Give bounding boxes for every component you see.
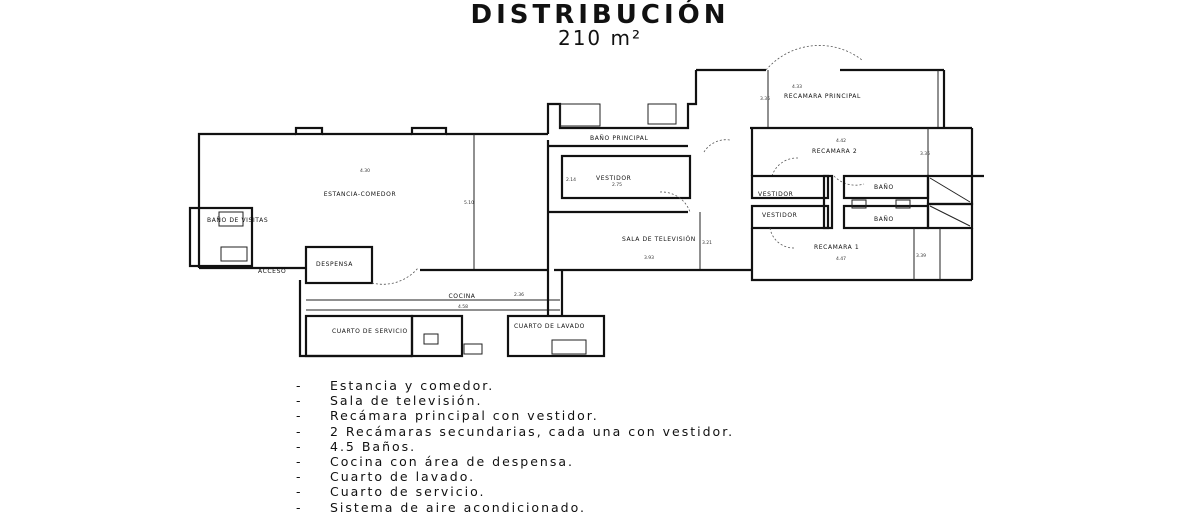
feature-text: 2 Recámaras secundarias, cada una con ve…	[330, 423, 735, 439]
dim-recamara-2-width: 4.42	[836, 138, 846, 144]
living-dining-area	[197, 126, 548, 270]
feature-item: - 4.5 Baños.	[292, 439, 734, 454]
bullet: -	[296, 423, 303, 439]
dim-recamara-2-height: 3.36	[920, 151, 930, 157]
total-area: 210 m²	[557, 26, 643, 50]
bullet: -	[296, 408, 303, 424]
feature-item: - Sala de televisión.	[292, 393, 734, 408]
bullet: -	[296, 438, 303, 454]
closets-baths	[750, 174, 974, 230]
dim-recamara-1-height: 3.39	[916, 253, 926, 259]
feature-text: Cuarto de lavado.	[330, 469, 476, 485]
feature-item: - 2 Recámaras secundarias, cada una con v…	[292, 424, 734, 439]
feature-text: 4.5 Baños.	[330, 438, 417, 454]
label-recamara-1: RECAMARA 1	[814, 244, 859, 251]
features-list: - Estancia y comedor. - Sala de televisión…	[292, 378, 734, 515]
service-rooms	[304, 314, 606, 358]
central-rooms	[546, 70, 752, 272]
feature-text: Recámara principal con vestidor.	[330, 408, 599, 424]
feature-item: - Cuarto de servicio.	[292, 484, 734, 499]
feature-item: - Sistema de aire acondicionado.	[292, 500, 734, 515]
label-despensa: DESPENSA	[316, 261, 353, 268]
feature-item: - Estancia y comedor.	[292, 378, 734, 393]
label-vestidor: VESTIDOR	[596, 175, 631, 182]
dim-sala-width: 3.93	[644, 255, 654, 261]
label-bano-principal: BAÑO PRINCIPAL	[590, 135, 648, 142]
dim-cocina-width: 4.58	[458, 304, 468, 310]
label-bano-visitas: BAÑO DE VISITAS	[207, 217, 268, 224]
label-recamara-2: RECAMARA 2	[812, 148, 857, 155]
dim-vestidor-height: 2.14	[566, 177, 576, 183]
label-recamara-principal: RECAMARA PRINCIPAL	[784, 93, 861, 100]
feature-text: Cuarto de servicio.	[330, 484, 486, 500]
label-cuarto-lavado: CUARTO DE LAVADO	[514, 323, 585, 330]
label-cuarto-servicio: CUARTO DE SERVICIO	[332, 328, 408, 335]
label-bano-1: BAÑO	[874, 184, 894, 191]
kitchen-area	[252, 245, 564, 358]
master-bedroom	[696, 45, 972, 130]
label-sala-television: SALA DE TELEVISIÓN	[622, 236, 696, 243]
bullet: -	[296, 484, 303, 500]
dim-vestidor-width: 2.75	[612, 182, 622, 188]
dim-recamara-principal-width: 4.33	[792, 84, 802, 90]
page-title: DISTRIBUCIÓN	[470, 0, 730, 30]
dim-sala-height: 3.21	[702, 240, 712, 246]
bullet: -	[296, 453, 303, 469]
feature-item: - Cuarto de lavado.	[292, 469, 734, 484]
feature-text: Sala de televisión.	[330, 393, 483, 409]
guest-bathroom	[188, 206, 254, 268]
label-vestidor-1: VESTIDOR	[758, 191, 793, 198]
bedroom-1	[750, 227, 974, 282]
bullet: -	[296, 469, 303, 485]
feature-item: - Recámara principal con vestidor.	[292, 408, 734, 423]
label-acceso: ACCESO	[258, 268, 286, 275]
feature-text: Cocina con área de despensa.	[330, 453, 574, 469]
bullet: -	[296, 499, 303, 515]
label-vestidor-2: VESTIDOR	[762, 212, 797, 219]
label-bano-2: BAÑO	[874, 216, 894, 223]
dim-estancia-height: 5.10	[464, 200, 474, 206]
dim-recamara-principal-height: 3.36	[760, 96, 770, 102]
label-cocina: COCINA	[448, 293, 475, 300]
bullet: -	[296, 393, 303, 409]
feature-text: Estancia y comedor.	[330, 378, 495, 393]
dim-estancia-width: 4.30	[360, 168, 370, 174]
dim-recamara-1-width: 4.47	[836, 256, 846, 262]
feature-text: Sistema de aire acondicionado.	[330, 499, 587, 515]
bullet: -	[296, 378, 303, 393]
floor-plan: ESTANCIA-COMEDOR BAÑO DE VISITAS ACCESO …	[188, 45, 984, 358]
feature-item: - Cocina con área de despensa.	[292, 454, 734, 469]
dim-cocina-height: 2.36	[514, 292, 524, 298]
label-estancia-comedor: ESTANCIA-COMEDOR	[324, 191, 396, 198]
